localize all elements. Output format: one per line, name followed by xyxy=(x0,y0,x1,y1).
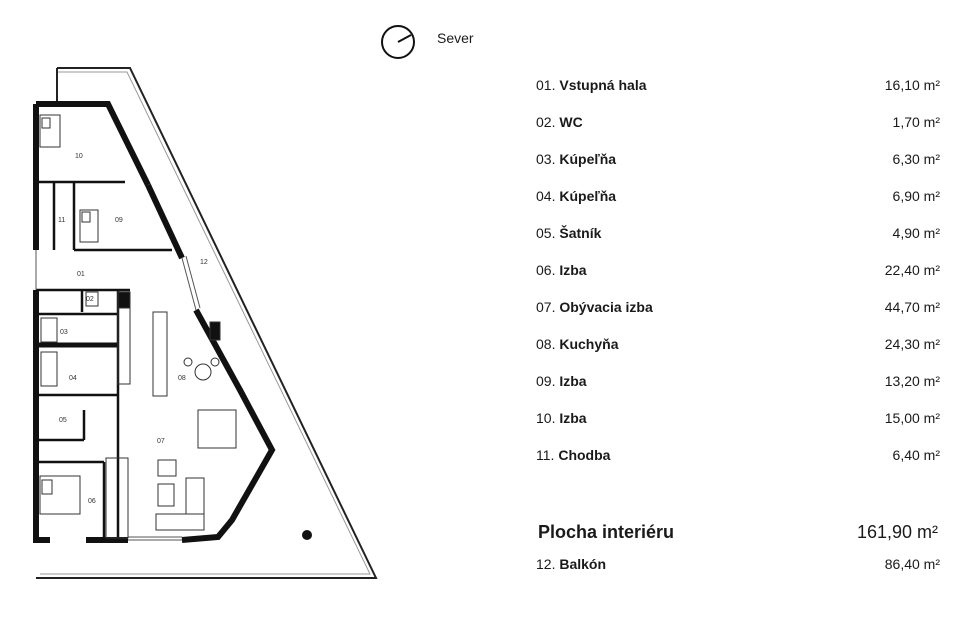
plan-label-08: 08 xyxy=(178,375,186,382)
room-name: Vstupná hala xyxy=(559,77,647,93)
room-row: 05. Šatník 4,90 m² xyxy=(536,224,940,261)
room-name: Izba xyxy=(559,410,587,426)
balcony-row: 12. Balkón 86,40 m² xyxy=(536,556,940,572)
room-name: Kuchyňa xyxy=(559,336,619,352)
room-row: 01. Vstupná hala 16,10 m² xyxy=(536,76,940,113)
room-name: Šatník xyxy=(559,225,602,241)
room-name: Kúpeľňa xyxy=(559,151,617,167)
room-number: 07. xyxy=(536,299,556,315)
room-name: WC xyxy=(559,114,583,130)
plan-label-02: 02 xyxy=(86,296,94,303)
room-number: 03. xyxy=(536,151,556,167)
balcony-name: Balkón xyxy=(559,556,607,572)
room-number: 11. xyxy=(536,447,555,463)
plan-label-11: 11 xyxy=(58,217,65,224)
room-number: 06. xyxy=(536,262,556,278)
room-number: 08. xyxy=(536,336,556,352)
room-labels: 10 11 09 12 01 02 03 04 08 05 07 06 xyxy=(58,153,208,505)
room-number: 02. xyxy=(536,114,556,130)
total-label: Plocha interiéru xyxy=(538,522,675,542)
room-row: 03. Kúpeľňa 6,30 m² xyxy=(536,150,940,187)
room-list: 01. Vstupná hala 16,10 m² 02. WC 1,70 m² 0… xyxy=(536,76,940,483)
exterior-walls xyxy=(33,101,276,543)
room-area: 16,10 m² xyxy=(884,77,940,93)
plan-label-03: 03 xyxy=(60,329,68,336)
balcony-number: 12. xyxy=(536,556,556,572)
room-row: 09. Izba 13,20 m² xyxy=(536,372,940,409)
room-row: 08. Kuchyňa 24,30 m² xyxy=(536,335,940,372)
room-name: Izba xyxy=(559,262,587,278)
room-number: 01. xyxy=(536,77,556,93)
plan-label-05: 05 xyxy=(59,417,67,424)
room-row: 02. WC 1,70 m² xyxy=(536,113,940,150)
room-row: 04. Kúpeľňa 6,90 m² xyxy=(536,187,940,224)
room-row: 11. Chodba 6,40 m² xyxy=(536,446,940,483)
plan-label-10: 10 xyxy=(75,153,83,160)
room-area: 22,40 m² xyxy=(884,262,940,278)
balcony-area: 86,40 m² xyxy=(884,556,940,572)
room-number: 10. xyxy=(536,410,556,426)
plan-label-04: 04 xyxy=(69,375,77,382)
compass-icon xyxy=(381,25,415,59)
room-area: 4,90 m² xyxy=(892,225,940,241)
plan-label-01: 01 xyxy=(77,271,85,278)
glazing xyxy=(35,250,201,541)
room-row: 07. Obývacia izba 44,70 m² xyxy=(536,298,940,335)
furniture xyxy=(39,114,237,539)
room-area: 44,70 m² xyxy=(884,299,940,315)
room-name: Chodba xyxy=(558,447,611,463)
room-area: 13,20 m² xyxy=(884,373,940,389)
floor-plan: 10 11 09 12 01 02 03 04 08 05 07 06 xyxy=(33,67,378,579)
room-name: Obývacia izba xyxy=(559,299,653,315)
plan-label-07: 07 xyxy=(157,438,165,445)
room-name: Izba xyxy=(559,373,587,389)
balcony-outline xyxy=(36,67,378,579)
balcony-marker xyxy=(302,530,312,540)
room-area: 6,90 m² xyxy=(892,188,940,204)
compass-label: Sever xyxy=(437,30,474,46)
room-name: Kúpeľňa xyxy=(559,188,617,204)
total-area: 161,90 m² xyxy=(856,522,938,542)
room-number: 04. xyxy=(536,188,556,204)
plan-label-12: 12 xyxy=(200,259,208,266)
room-area: 1,70 m² xyxy=(892,114,940,130)
interior-total: Plocha interiéru 161,90 m² xyxy=(538,522,938,543)
room-row: 06. Izba 22,40 m² xyxy=(536,261,940,298)
room-number: 05. xyxy=(536,225,556,241)
plan-label-09: 09 xyxy=(115,217,123,224)
room-number: 09. xyxy=(536,373,556,389)
interior-walls xyxy=(36,180,172,540)
room-area: 6,30 m² xyxy=(892,151,940,167)
room-area: 6,40 m² xyxy=(892,447,940,463)
room-area: 15,00 m² xyxy=(884,410,940,426)
plan-label-06: 06 xyxy=(88,498,96,505)
room-row: 10. Izba 15,00 m² xyxy=(536,409,940,446)
room-area: 24,30 m² xyxy=(884,336,940,352)
